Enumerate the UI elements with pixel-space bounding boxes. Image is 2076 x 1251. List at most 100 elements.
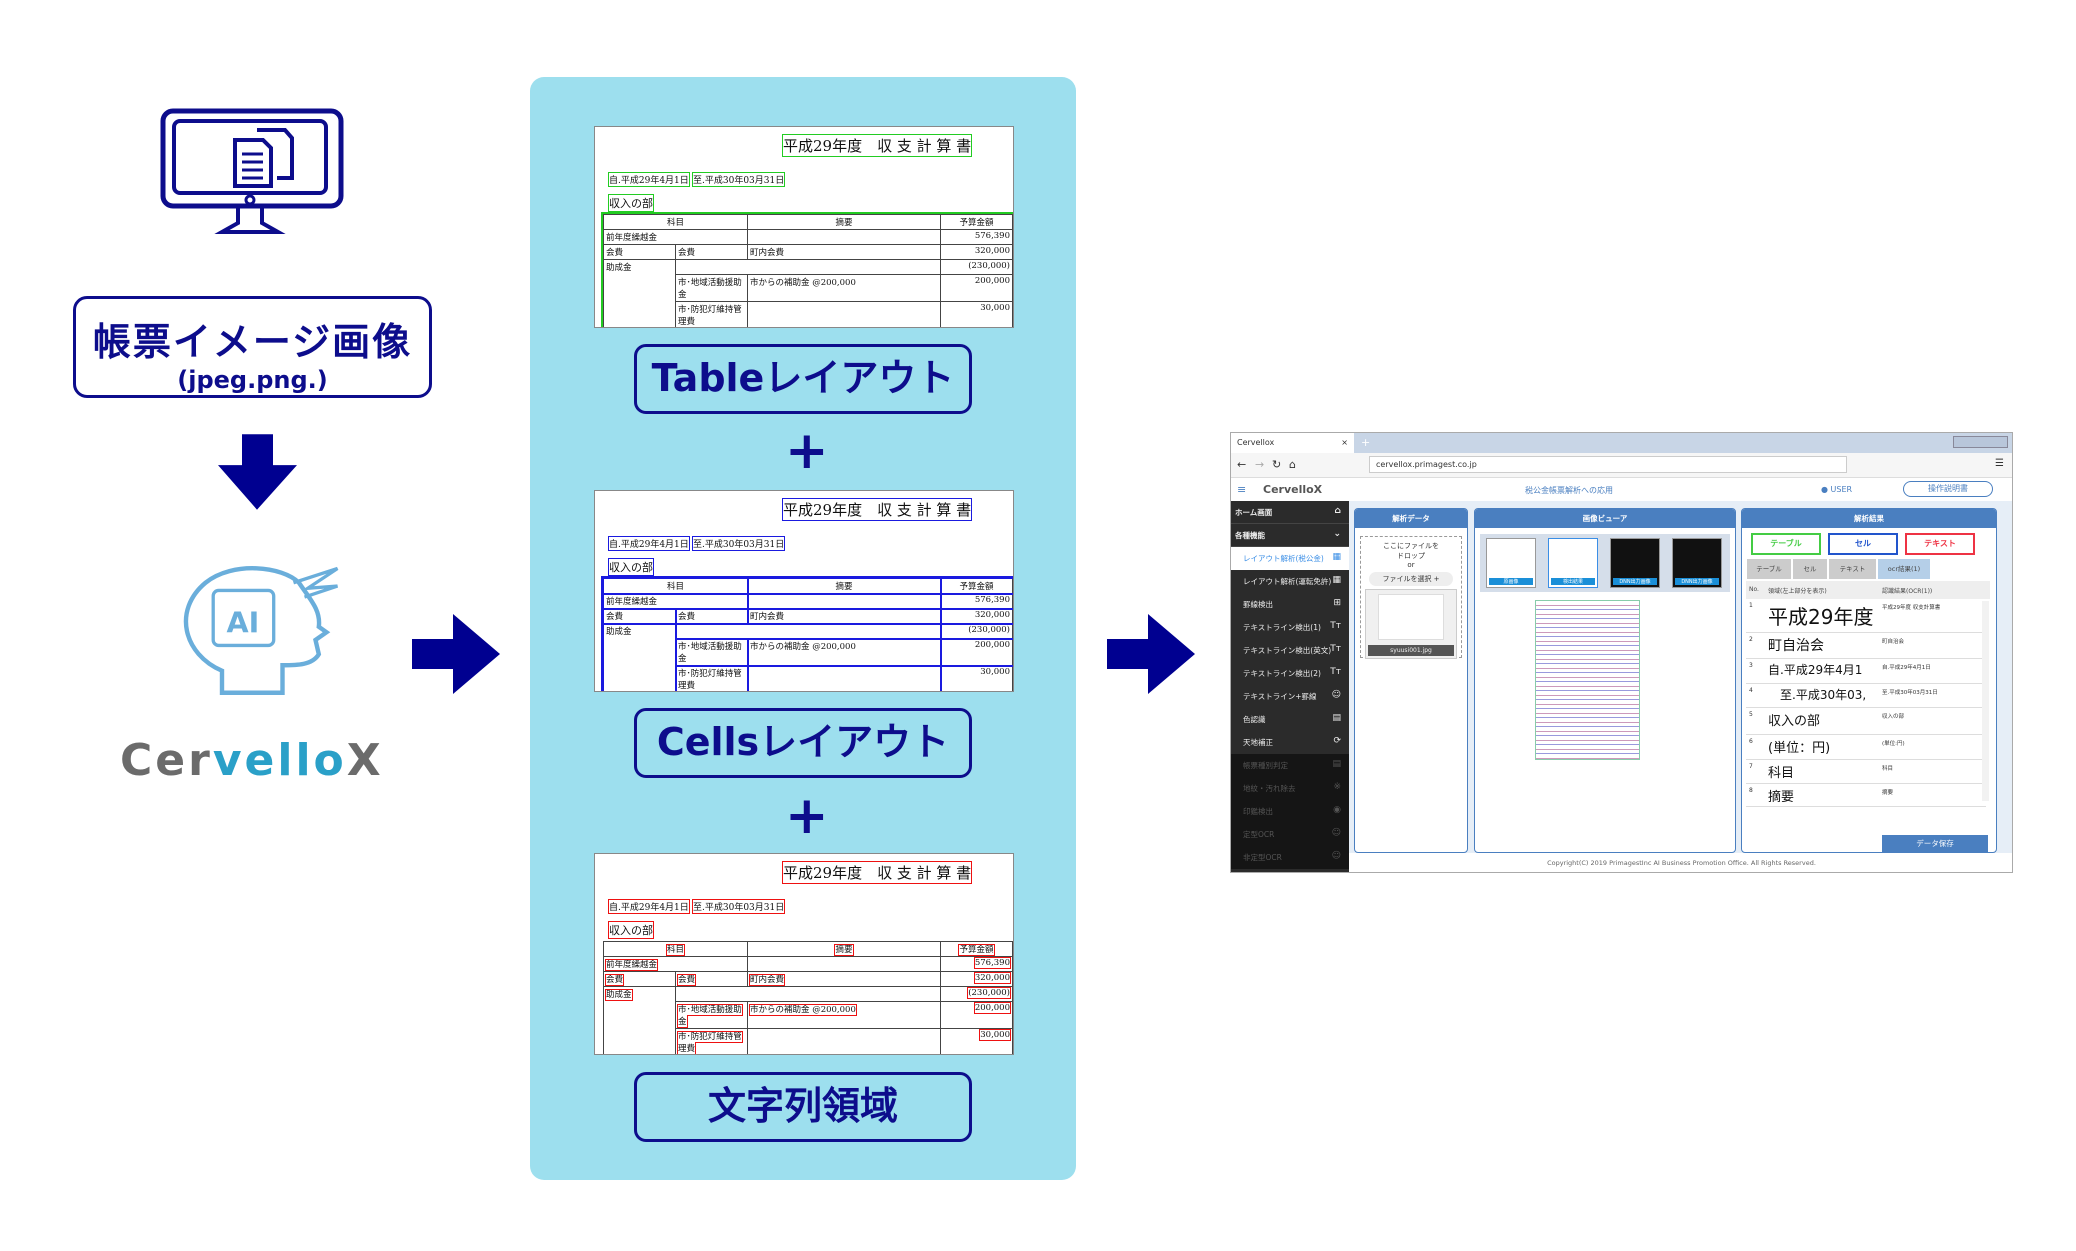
result-row[interactable]: 6(単位：円)(単位:円) (1746, 735, 1986, 760)
sidebar-item[interactable]: 各種機能⌄ (1231, 524, 1349, 547)
sidebar-item[interactable]: テキストライン検出(1)Tт (1243, 621, 1341, 632)
table-cell: 科目 (603, 214, 748, 230)
sidebar-item[interactable]: 非定型OCR☺ (1231, 846, 1349, 869)
table-cell: (230,000) (940, 259, 1013, 275)
table-cell: 30,000 (940, 301, 1013, 327)
sidebar-item[interactable]: テキストライン+罫線☺ (1243, 690, 1341, 701)
sidebar-item[interactable]: テキストライン検出(2)Tт (1243, 667, 1341, 678)
footer: Copyright(C) 2019 PrimagestInc AI Busine… (1349, 853, 2012, 872)
monitor-documents-icon (160, 108, 344, 234)
svg-text:AI: AI (227, 605, 260, 639)
window-controls[interactable] (1953, 436, 2008, 448)
result-filter-button[interactable]: テーブル (1751, 533, 1821, 555)
ai-head-icon: AI (183, 566, 339, 695)
cervellox-logo: CervelloX (120, 735, 384, 786)
sidebar-item-icon: ⊞ (1333, 598, 1341, 608)
sidebar-item-icon: Tт (1330, 644, 1341, 654)
sidebar-item[interactable]: 帳票種別判定▤ (1231, 754, 1349, 777)
sidebar-item-icon: ☺ (1331, 828, 1341, 838)
save-data-button[interactable]: データ保存 (1882, 835, 1988, 852)
manual-button[interactable]: 操作説明書 (1903, 481, 1993, 497)
sidebar-item[interactable]: レイアウト解析(運転免許)▦ (1243, 575, 1341, 586)
browser-tab[interactable]: Cervellox× (1231, 433, 1354, 453)
table-cell: 576,390 (940, 956, 1013, 972)
sidebar-item-icon: ※ (1333, 782, 1341, 792)
result-tab[interactable]: セル (1793, 559, 1827, 579)
sidebar-item[interactable]: 罫線検出⊞ (1243, 598, 1341, 609)
plus-icon: + (785, 786, 829, 846)
arrow-right-icon (1107, 614, 1195, 694)
app-logo: CervelloX (1263, 483, 1323, 496)
result-filter-button[interactable]: テキスト (1905, 533, 1975, 555)
table-cell: (230,000) (939, 622, 1013, 640)
table-cell (746, 592, 942, 610)
result-tab[interactable]: ocr結果(1) (1878, 559, 1930, 579)
back-icon[interactable]: ← (1237, 458, 1247, 471)
viewer-thumbnail[interactable]: DNN出力画像 (1610, 538, 1660, 588)
sidebar-item[interactable]: 色認識▤ (1243, 713, 1341, 724)
reload-icon[interactable]: ↻ (1272, 458, 1282, 471)
result-filter-button[interactable]: セル (1828, 533, 1898, 555)
sidebar-item[interactable]: テキストライン検出(英文)Tт (1243, 644, 1341, 655)
sidebar-item[interactable]: 印鑑検出◉ (1231, 800, 1349, 823)
table-cell: 摘要 (747, 214, 941, 230)
cells-layout-label: Cellsレイアウト (634, 708, 972, 778)
result-tab[interactable]: テキスト (1829, 559, 1876, 579)
sidebar-item[interactable]: 定型OCR☺ (1231, 823, 1349, 846)
result-row[interactable]: 4 至.平成30年03,至.平成30年03月31日 (1746, 684, 1986, 708)
table-cell (747, 229, 941, 245)
sidebar-item[interactable]: 天地補正⟳ (1243, 736, 1341, 747)
app-header: ≡ CervelloX 税公金帳票解析への応用 ● USER 操作説明書 (1231, 478, 2012, 501)
user-link[interactable]: ● USER (1821, 485, 1853, 494)
viewer-thumbnail[interactable]: 原画像 (1486, 538, 1536, 588)
table-cell: 200,000 (940, 274, 1013, 302)
table-layout-label: Tableレイアウト (634, 344, 972, 414)
table-cell: 摘要 (747, 941, 941, 957)
table-cell: 町内会費 (747, 971, 941, 987)
arrow-right-icon (412, 614, 500, 694)
sidebar-item[interactable]: ホーム画面⌂ (1231, 501, 1349, 524)
table-cell (675, 986, 941, 1002)
table-cell (747, 1028, 941, 1054)
table-cell: 200,000 (940, 1001, 1013, 1029)
sidebar-item-icon: ▦ (1332, 575, 1341, 585)
menu-icon[interactable]: ☰ (1995, 458, 2004, 469)
table-cell: (230,000) (940, 986, 1013, 1002)
table-cell: 会費 (674, 607, 749, 625)
home-icon[interactable]: ⌂ (1289, 458, 1296, 471)
address-bar-row: ← → ↻ ⌂ cervellox.primagest.co.jp ☰ (1231, 453, 2012, 478)
table-cell: 30,000 (939, 664, 1013, 691)
scrollbar[interactable] (1982, 601, 1989, 801)
hamburger-icon[interactable]: ≡ (1237, 483, 1247, 496)
sidebar-item[interactable]: レイアウト解析(税公金)▦ (1231, 547, 1349, 570)
table-cell: 会費 (675, 244, 748, 260)
table-cell: 576,390 (940, 229, 1013, 245)
table-cell: 科目 (602, 577, 749, 595)
result-tab[interactable]: テーブル (1747, 559, 1791, 579)
table-cell: 会費 (602, 607, 677, 625)
table-cell: 市･防犯灯維持管理費 (675, 1028, 748, 1054)
table-cell: 科目 (603, 941, 748, 957)
browser-tabbar: Cervellox× + (1231, 433, 2012, 453)
sidebar-item-icon: ◉ (1333, 805, 1341, 815)
sidebar-item[interactable]: 地紋・汚れ除去※ (1231, 777, 1349, 800)
viewer-thumbnail[interactable]: DNN出力画像 (1672, 538, 1722, 588)
sidebar-item-icon: ☺ (1331, 851, 1341, 861)
new-tab-icon[interactable]: + (1361, 436, 1371, 449)
viewer-thumbnail[interactable]: 検出結果 (1548, 538, 1598, 588)
url-field[interactable]: cervellox.primagest.co.jp (1369, 456, 1847, 473)
table-cell: 予算金額 (940, 941, 1013, 957)
close-icon[interactable]: × (1341, 438, 1348, 447)
table-cell: 576,390 (939, 592, 1013, 610)
select-file-button[interactable]: ファイルを選択 + (1369, 572, 1453, 586)
forward-icon[interactable]: → (1255, 458, 1265, 471)
file-thumbnail[interactable]: syuusi001.jpg (1365, 589, 1457, 659)
